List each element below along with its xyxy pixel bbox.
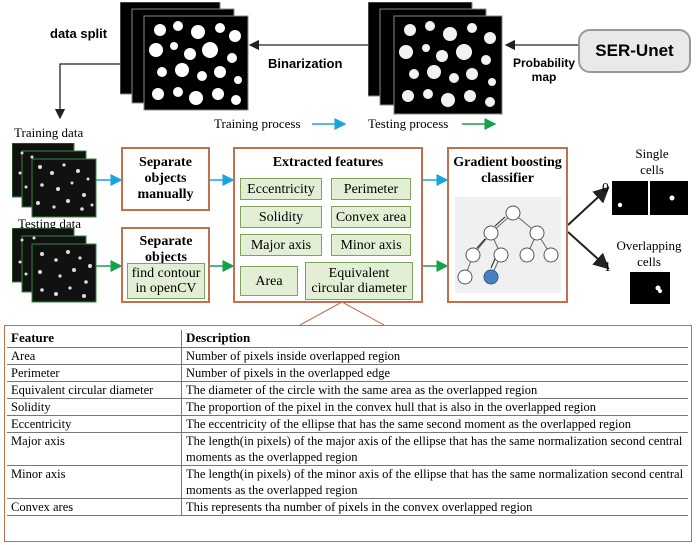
label-zero: 0 (602, 181, 609, 196)
training-data-image (12, 143, 97, 218)
extracted-features-title: Extracted features (272, 155, 384, 170)
feature-name-cell: Equivalent circular diameter (7, 381, 182, 399)
separate-objects-label: Separate objects (139, 234, 193, 265)
feature-description-cell: The eccentricity of the ellipse that has… (181, 415, 688, 433)
feature-description-cell: The diameter of the circle with the same… (181, 381, 688, 399)
feature-perimeter: Perimeter (331, 178, 411, 200)
separate-manual-label: Separate objects manually (137, 155, 194, 202)
feature-description-cell: The length(in pixels) of the minor axis … (181, 465, 688, 499)
ser-unet-label: SER-Unet (595, 41, 674, 60)
table-callout (299, 301, 385, 326)
header-feature: Feature (7, 330, 182, 348)
header-description: Description (181, 330, 688, 348)
separate-objects-box: Separate objects find contour in openCV (121, 227, 210, 303)
feature-name-cell: Minor axis (7, 465, 182, 499)
training-process-legend: Training process (214, 116, 301, 131)
training-data-label: Training data (14, 125, 84, 140)
feature-description-cell: Number of pixels inside overlapped regio… (181, 347, 688, 365)
binary-mask-image (119, 1, 249, 111)
data-split-arrow (54, 63, 120, 120)
output-single-arrow (567, 186, 610, 226)
decision-tree-icon (455, 197, 561, 293)
feature-description-cell: This represents tha number of pixels in … (181, 498, 688, 516)
feature-name-cell: Eccentricity (7, 415, 182, 433)
data-split-label: data split (50, 26, 108, 41)
find-contour-box: find contour in openCV (127, 263, 205, 299)
single-cells-image (612, 181, 688, 215)
feature-area: Area (240, 266, 298, 296)
binary-mask-stack (119, 1, 250, 112)
feature-description-cell: Number of pixels in the overlapped edge (181, 364, 688, 382)
probability-map-image (367, 1, 503, 115)
feature-name-cell: Area (7, 347, 182, 365)
testing-data-label: Testing data (18, 216, 81, 231)
testing-process-legend: Testing process (368, 116, 449, 131)
overlapping-cells-label: Overlapping cells (616, 238, 682, 269)
feature-convex-area: Convex area (331, 206, 411, 228)
feature-name-cell: Perimeter (7, 364, 182, 382)
feature-description-cell: The proportion of the pixel in the conve… (181, 398, 688, 416)
ser-unet-box: SER-Unet (578, 29, 691, 73)
feature-major-axis: Major axis (240, 234, 322, 256)
label-one: 1 (604, 260, 611, 275)
feature-solidity: Solidity (240, 206, 322, 228)
separate-objects-manual-box: Separate objects manually (121, 147, 210, 211)
feature-description-cell: The length(in pixels) of the major axis … (181, 432, 688, 466)
table-header-row: Feature Description (7, 330, 688, 348)
output-overlap-arrow (567, 231, 610, 270)
feature-name-cell: Solidity (7, 398, 182, 416)
gradient-boosting-title: Gradient boosting classifier (453, 155, 562, 186)
feature-equivalent-diameter: Equivalent circular diameter (305, 262, 413, 300)
probability-map-stack (367, 1, 506, 117)
overlapping-cells-image (630, 272, 670, 304)
feature-name-cell: Convex ares (7, 498, 182, 516)
single-cells-label: Single cells (635, 146, 669, 177)
testing-data-image (12, 228, 97, 303)
feature-minor-axis: Minor axis (331, 234, 411, 256)
probability-map-label: Probability map (512, 56, 575, 84)
feature-name-cell: Major axis (7, 432, 182, 466)
table-frame (4, 325, 692, 542)
extracted-features-box: Extracted features Eccentricity Perimete… (233, 147, 423, 303)
binarization-label: Binarization (268, 56, 343, 71)
gradient-boosting-box: Gradient boosting classifier (447, 147, 568, 303)
feature-eccentricity: Eccentricity (240, 178, 322, 200)
find-contour-label: find contour in openCV (131, 266, 201, 296)
